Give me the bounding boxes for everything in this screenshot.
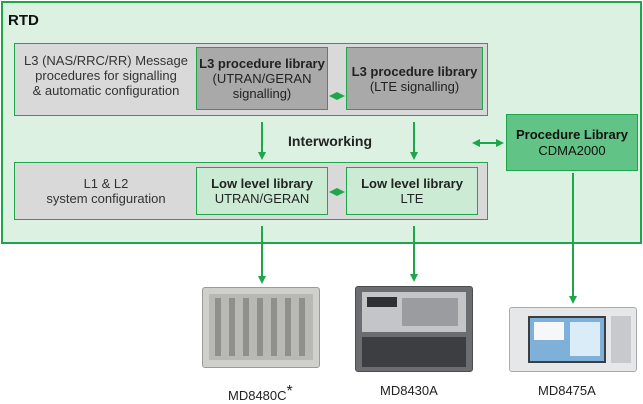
l1-l2-line-2: system configuration — [46, 191, 166, 206]
l1-l2-line-1: L1 & L2 — [83, 176, 129, 191]
md8475a-caption: MD8475A — [538, 383, 596, 398]
md8480c-device-image — [202, 287, 320, 368]
l3-procedure-library-lte: L3 procedure library (LTE signalling) — [346, 47, 483, 110]
low-level-library-lte: Low level library LTE — [346, 167, 478, 215]
low-level-library-utran: Low level library UTRAN/GERAN — [196, 167, 328, 215]
md8475a-device-image — [509, 307, 637, 372]
l3-procedure-library-utran: L3 procedure library (UTRAN/GERAN signal… — [196, 47, 328, 110]
l3-message-line-1: L3 (NAS/RRC/RR) Message — [24, 53, 188, 68]
md8430a-caption: MD8430A — [380, 383, 438, 398]
procedure-library-cdma2000: Procedure Library CDMA2000 — [506, 114, 638, 171]
interworking-label: Interworking — [288, 133, 373, 149]
l3-message-text: L3 (NAS/RRC/RR) Message procedures for s… — [18, 53, 194, 98]
rtd-title: RTD — [8, 12, 39, 29]
low-lte-title: Low level library — [361, 176, 463, 191]
l3-utran-line-3: signalling) — [232, 86, 292, 101]
procedure-library-title: Procedure Library — [516, 126, 628, 142]
low-utran-title: Low level library — [211, 176, 313, 191]
l3-utran-title: L3 procedure library — [199, 56, 325, 71]
l3-message-line-3: & automatic configuration — [32, 83, 180, 98]
low-lte-sub: LTE — [400, 191, 424, 206]
md8480c-caption: MD8480C* — [228, 383, 293, 403]
md8480c-asterisk: * — [286, 383, 293, 400]
l3-message-line-2: procedures for signalling — [35, 68, 177, 83]
procedure-library-sub: CDMA2000 — [538, 142, 606, 158]
md8430a-device-image — [355, 286, 473, 372]
l3-lte-title: L3 procedure library — [351, 63, 478, 79]
l1-l2-text: L1 & L2 system configuration — [18, 176, 194, 206]
low-utran-sub: UTRAN/GERAN — [214, 191, 310, 206]
l3-utran-line-2: (UTRAN/GERAN — [212, 71, 312, 86]
l3-lte-line-2: (LTE signalling) — [369, 78, 460, 94]
md8480c-label: MD8480C — [228, 388, 287, 403]
